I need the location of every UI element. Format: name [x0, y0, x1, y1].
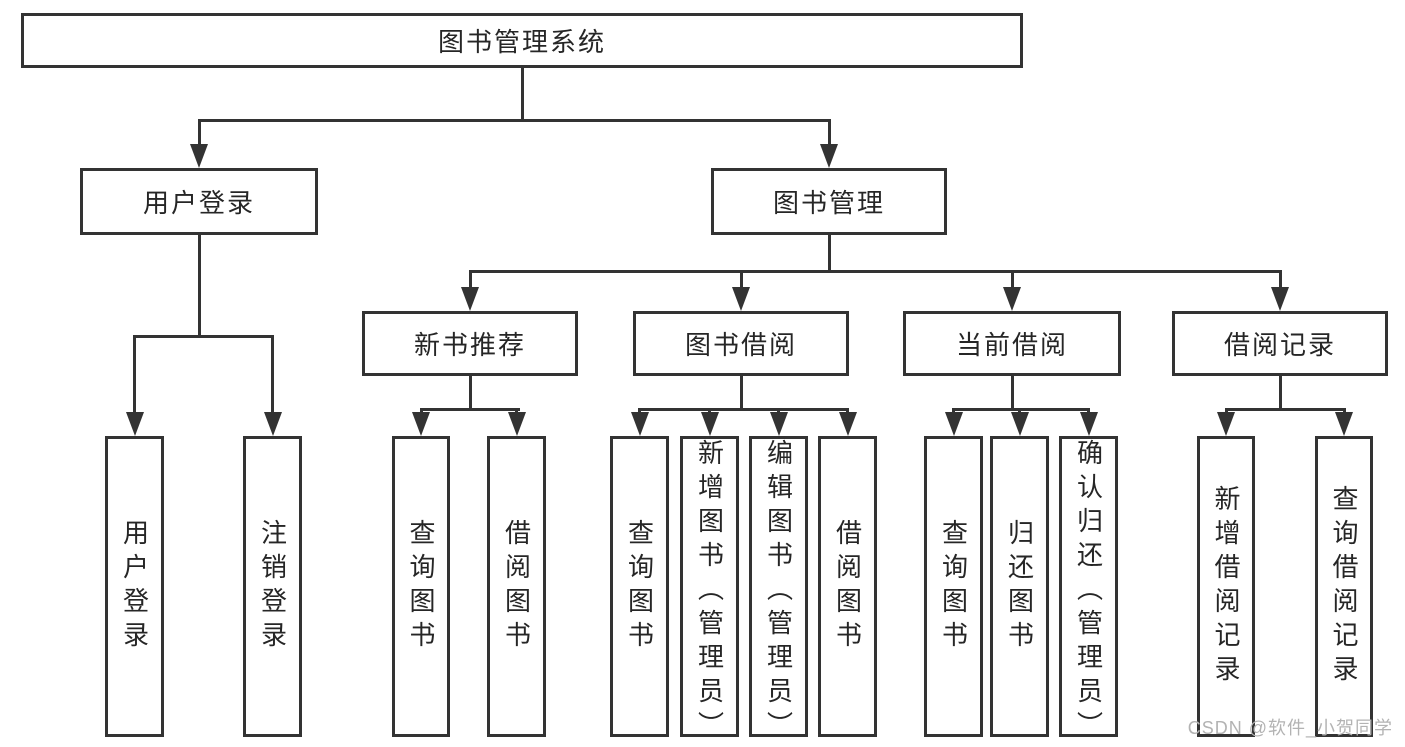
leaf-bb-query-books-label: 查询图书 — [624, 518, 655, 655]
connector-book-borrow-rail — [638, 408, 849, 411]
leaf-cb-confirm-return-label: 确认归还（管理员） — [1073, 439, 1104, 745]
arrowhead-down-icon — [1217, 412, 1235, 436]
connector-drop-book-borrow — [739, 270, 743, 290]
leaf-cb-query-books-label: 查询图书 — [938, 518, 969, 655]
node-root-label: 图书管理系统 — [437, 27, 606, 57]
arrowhead-down-icon — [125, 412, 144, 436]
csdn-watermark: CSDN @软件_小贺同学 — [1187, 718, 1393, 738]
leaf-br-add-record: 新增借阅记录 — [1197, 436, 1255, 737]
node-borrow-records-label: 借阅记录 — [1223, 330, 1336, 360]
connector-user-login-stem — [197, 235, 201, 338]
leaf-user-login-label: 用户登录 — [119, 518, 150, 655]
arrowhead-down-icon — [1271, 287, 1289, 311]
node-user-login: 用户登录 — [80, 168, 318, 235]
arrowhead-down-icon — [1003, 287, 1021, 311]
node-root: 图书管理系统 — [21, 13, 1023, 68]
node-book-mgmt: 图书管理 — [711, 168, 947, 235]
arrowhead-down-icon — [412, 412, 430, 436]
leaf-cb-query-books: 查询图书 — [924, 436, 983, 737]
arrowhead-down-icon — [461, 287, 479, 311]
node-current-borrow-label: 当前借阅 — [955, 330, 1068, 360]
leaf-bb-add-books: 新增图书（管理员） — [680, 436, 739, 745]
arrowhead-down-icon — [700, 412, 719, 436]
connector-new-book-rec-stem — [468, 376, 472, 411]
node-user-login-label: 用户登录 — [142, 188, 255, 218]
connector-drop-leaf-user-login — [133, 335, 136, 415]
arrowhead-down-icon — [1010, 412, 1029, 436]
connector-new-book-rec-rail — [419, 408, 520, 411]
leaf-bb-borrow-books-label: 借阅图书 — [832, 518, 863, 655]
leaf-bb-query-books: 查询图书 — [610, 436, 669, 737]
arrowhead-down-icon — [820, 144, 838, 168]
node-new-book-rec-label: 新书推荐 — [413, 330, 526, 360]
leaf-bb-edit-books-label: 编辑图书（管理员） — [763, 439, 794, 745]
connector-drop-book-mgmt — [827, 119, 831, 149]
arrowhead-down-icon — [190, 144, 208, 168]
leaf-rec-query-books-label: 查询图书 — [406, 518, 436, 655]
arrowhead-down-icon — [507, 412, 526, 436]
arrowhead-down-icon — [838, 412, 857, 436]
node-new-book-rec: 新书推荐 — [362, 311, 578, 376]
connector-book-mgmt-rail — [468, 270, 1282, 273]
arrowhead-down-icon — [944, 412, 963, 436]
arrowhead-down-icon — [630, 412, 649, 436]
connector-drop-leaf-logout — [271, 335, 274, 415]
connector-book-borrow-stem — [739, 376, 743, 411]
node-book-borrow: 图书借阅 — [633, 311, 849, 376]
connector-root-stem — [520, 68, 524, 122]
leaf-cb-return-books-label: 归还图书 — [1004, 518, 1035, 655]
leaf-br-add-record-label: 新增借阅记录 — [1211, 484, 1241, 689]
connector-borrow-records-rail — [1224, 408, 1346, 411]
leaf-logout: 注销登录 — [243, 436, 302, 737]
connector-current-borrow-stem — [1010, 376, 1014, 411]
connector-current-borrow-rail — [952, 408, 1090, 411]
node-book-mgmt-label: 图书管理 — [772, 188, 885, 218]
arrowhead-down-icon — [1335, 412, 1353, 436]
connector-user-login-rail — [133, 335, 274, 338]
arrowhead-down-icon — [769, 412, 788, 436]
leaf-br-query-record-label: 查询借阅记录 — [1329, 484, 1359, 689]
node-current-borrow: 当前借阅 — [903, 311, 1121, 376]
connector-drop-borrow-records — [1278, 270, 1282, 290]
arrowhead-down-icon — [263, 412, 282, 436]
leaf-br-query-record: 查询借阅记录 — [1315, 436, 1373, 737]
connector-book-mgmt-stem — [827, 235, 831, 273]
node-book-borrow-label: 图书借阅 — [684, 330, 797, 360]
leaf-bb-edit-books: 编辑图书（管理员） — [749, 436, 808, 745]
connector-drop-new-book-rec — [468, 270, 472, 290]
leaf-cb-confirm-return: 确认归还（管理员） — [1059, 436, 1118, 745]
connector-borrow-records-stem — [1278, 376, 1282, 411]
leaf-bb-borrow-books: 借阅图书 — [818, 436, 877, 737]
arrowhead-down-icon — [1079, 412, 1098, 436]
leaf-bb-add-books-label: 新增图书（管理员） — [694, 439, 725, 745]
leaf-user-login: 用户登录 — [105, 436, 164, 737]
leaf-rec-query-books: 查询图书 — [392, 436, 450, 737]
leaf-cb-return-books: 归还图书 — [990, 436, 1049, 737]
leaf-rec-borrow-books-label: 借阅图书 — [501, 518, 532, 655]
connector-drop-user-login — [197, 119, 201, 149]
leaf-logout-label: 注销登录 — [257, 518, 288, 655]
node-borrow-records: 借阅记录 — [1172, 311, 1388, 376]
arrowhead-down-icon — [732, 287, 750, 311]
connector-drop-current-borrow — [1010, 270, 1014, 290]
leaf-rec-borrow-books: 借阅图书 — [487, 436, 546, 737]
connector-root-rail — [197, 119, 831, 122]
